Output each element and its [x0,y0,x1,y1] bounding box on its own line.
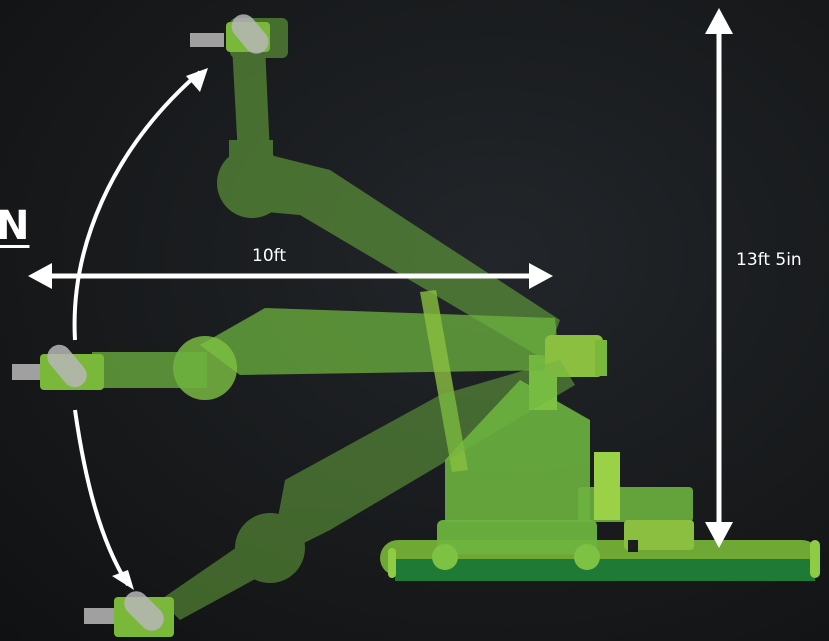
height-dimension-label: 13ft 5in [736,250,802,270]
reach-arrowhead-left-icon [28,263,52,289]
height-dimension-arrow [705,8,733,548]
lower-tool [84,591,174,637]
height-arrowhead-top-icon [705,8,733,34]
arm-position-upper [217,18,560,360]
reach-dimension-label: 10ft [252,246,286,266]
arm-position-lower [160,360,575,620]
arc-arrowhead-top-icon [186,68,208,92]
base-rail [380,540,820,581]
swing-arc-arrow [72,68,208,590]
reach-dimension-arrow [28,263,553,289]
reach-arrowhead-right-icon [529,263,553,289]
middle-tool [12,344,104,390]
arc-arrowhead-bottom-icon [112,570,134,590]
arm-position-middle [92,308,607,400]
edge-letter: N [0,203,30,249]
upper-tool [190,14,270,54]
height-arrowhead-bottom-icon [705,522,733,548]
